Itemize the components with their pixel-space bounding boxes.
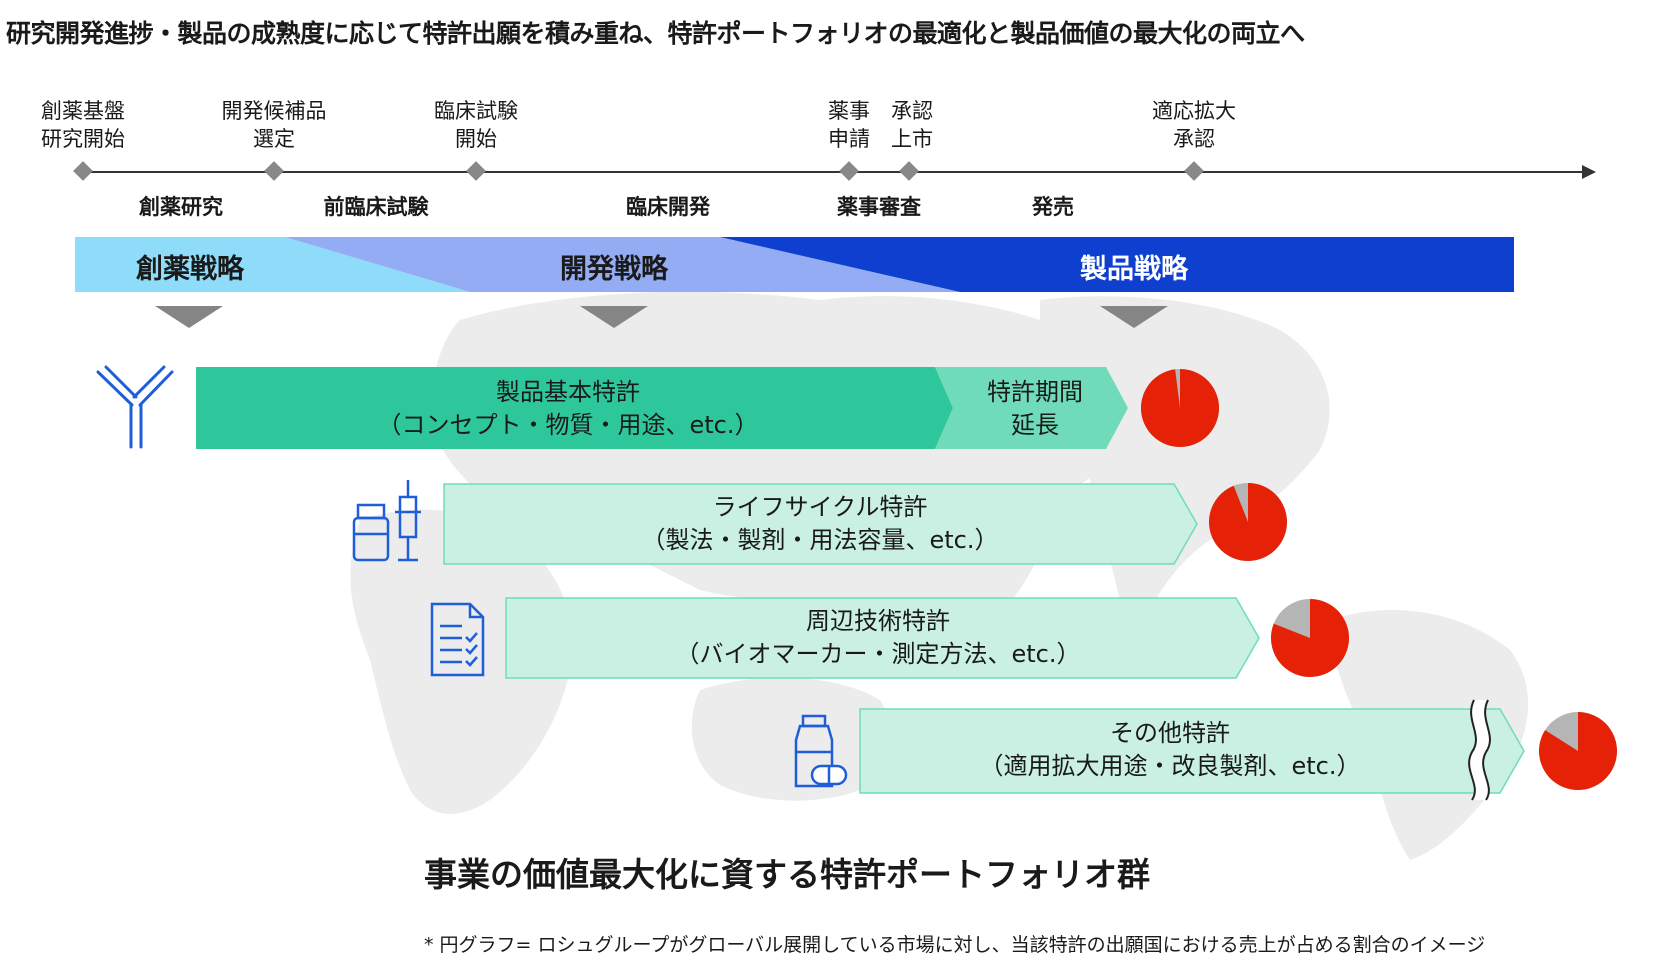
strategy-pointer xyxy=(580,306,648,328)
patent-basic-label: 製品基本特許 （コンセプト・物質・用途、etc.） xyxy=(377,378,759,439)
milestone-clinical-trial-start: 臨床試験 開始 xyxy=(434,99,518,151)
milestone-regulatory-filing: 薬事 申請 xyxy=(828,99,870,151)
patent-bar-basic xyxy=(196,367,953,449)
strategy-discovery-label: 創薬戦略 xyxy=(136,254,244,285)
stage-launch: 発売 xyxy=(1032,195,1074,219)
strategy-band-discovery xyxy=(75,237,470,292)
patent-extension-bar xyxy=(935,367,1128,449)
strategy-development-label: 開発戦略 xyxy=(560,254,668,285)
footer-heading: 事業の価値最大化に資する特許ポートフォリオ群 xyxy=(424,855,1150,894)
stage-drug-discovery: 創薬研究 xyxy=(139,195,223,219)
milestone-candidate-selection: 開発候補品 選定 xyxy=(221,99,327,151)
patent-other-label: その他特許 （適用拡大用途・改良製剤、etc.） xyxy=(979,719,1361,780)
milestone-marker xyxy=(899,161,919,181)
pie-other-share xyxy=(1539,712,1618,791)
milestone-marker xyxy=(1184,161,1204,181)
pie-lifecycle-share xyxy=(1209,483,1287,561)
stage-preclinical: 前臨床試験 xyxy=(323,195,429,219)
footnote: * 円グラフ= ロシュグループがグローバル展開している市場に対し、当該特許の出願… xyxy=(424,934,1486,956)
strategy-product-label: 製品戦略 xyxy=(1080,254,1188,285)
vial-syringe-icon xyxy=(352,480,421,562)
patent-bar-other xyxy=(859,708,1525,794)
strategy-pointer xyxy=(1100,306,1168,328)
milestone-indication-expansion: 適応拡大 承認 xyxy=(1152,99,1236,151)
milestone-approval-launch: 承認 上市 xyxy=(891,99,933,151)
patent-bar-peripheral xyxy=(505,597,1260,679)
patent-lifecycle-label: ライフサイクル特許 （製法・製剤・用法容量、etc.） xyxy=(641,493,999,554)
pie-peripheral-share xyxy=(1271,599,1349,677)
strategy-band-product xyxy=(720,237,1514,292)
antibody-icon xyxy=(96,365,174,449)
patent-bar-lifecycle xyxy=(443,483,1198,565)
milestone-marker xyxy=(73,161,93,181)
patent-extension-label: 特許期間 延長 xyxy=(987,378,1083,439)
patent-peripheral-label: 周辺技術特許 （バイオマーカー・測定方法、etc.） xyxy=(675,607,1081,668)
milestone-marker xyxy=(264,161,284,181)
stage-regulatory-review: 薬事審査 xyxy=(837,195,921,219)
stage-clinical-development: 臨床開発 xyxy=(626,195,710,219)
strategy-pointer xyxy=(155,306,223,328)
milestone-marker xyxy=(839,161,859,181)
timeline-arrowhead xyxy=(1582,165,1596,179)
strategy-band-development xyxy=(285,237,960,292)
milestone-marker xyxy=(466,161,486,181)
page-title: 研究開発進捗・製品の成熟度に応じて特許出願を積み重ね、特許ポートフォリオの最適化… xyxy=(6,19,1305,48)
checklist-document-icon xyxy=(430,602,485,677)
milestone-discovery-start: 創薬基盤 研究開始 xyxy=(41,99,125,151)
medicine-bottle-pill-icon xyxy=(794,714,848,788)
pie-basic-share xyxy=(1141,369,1220,447)
